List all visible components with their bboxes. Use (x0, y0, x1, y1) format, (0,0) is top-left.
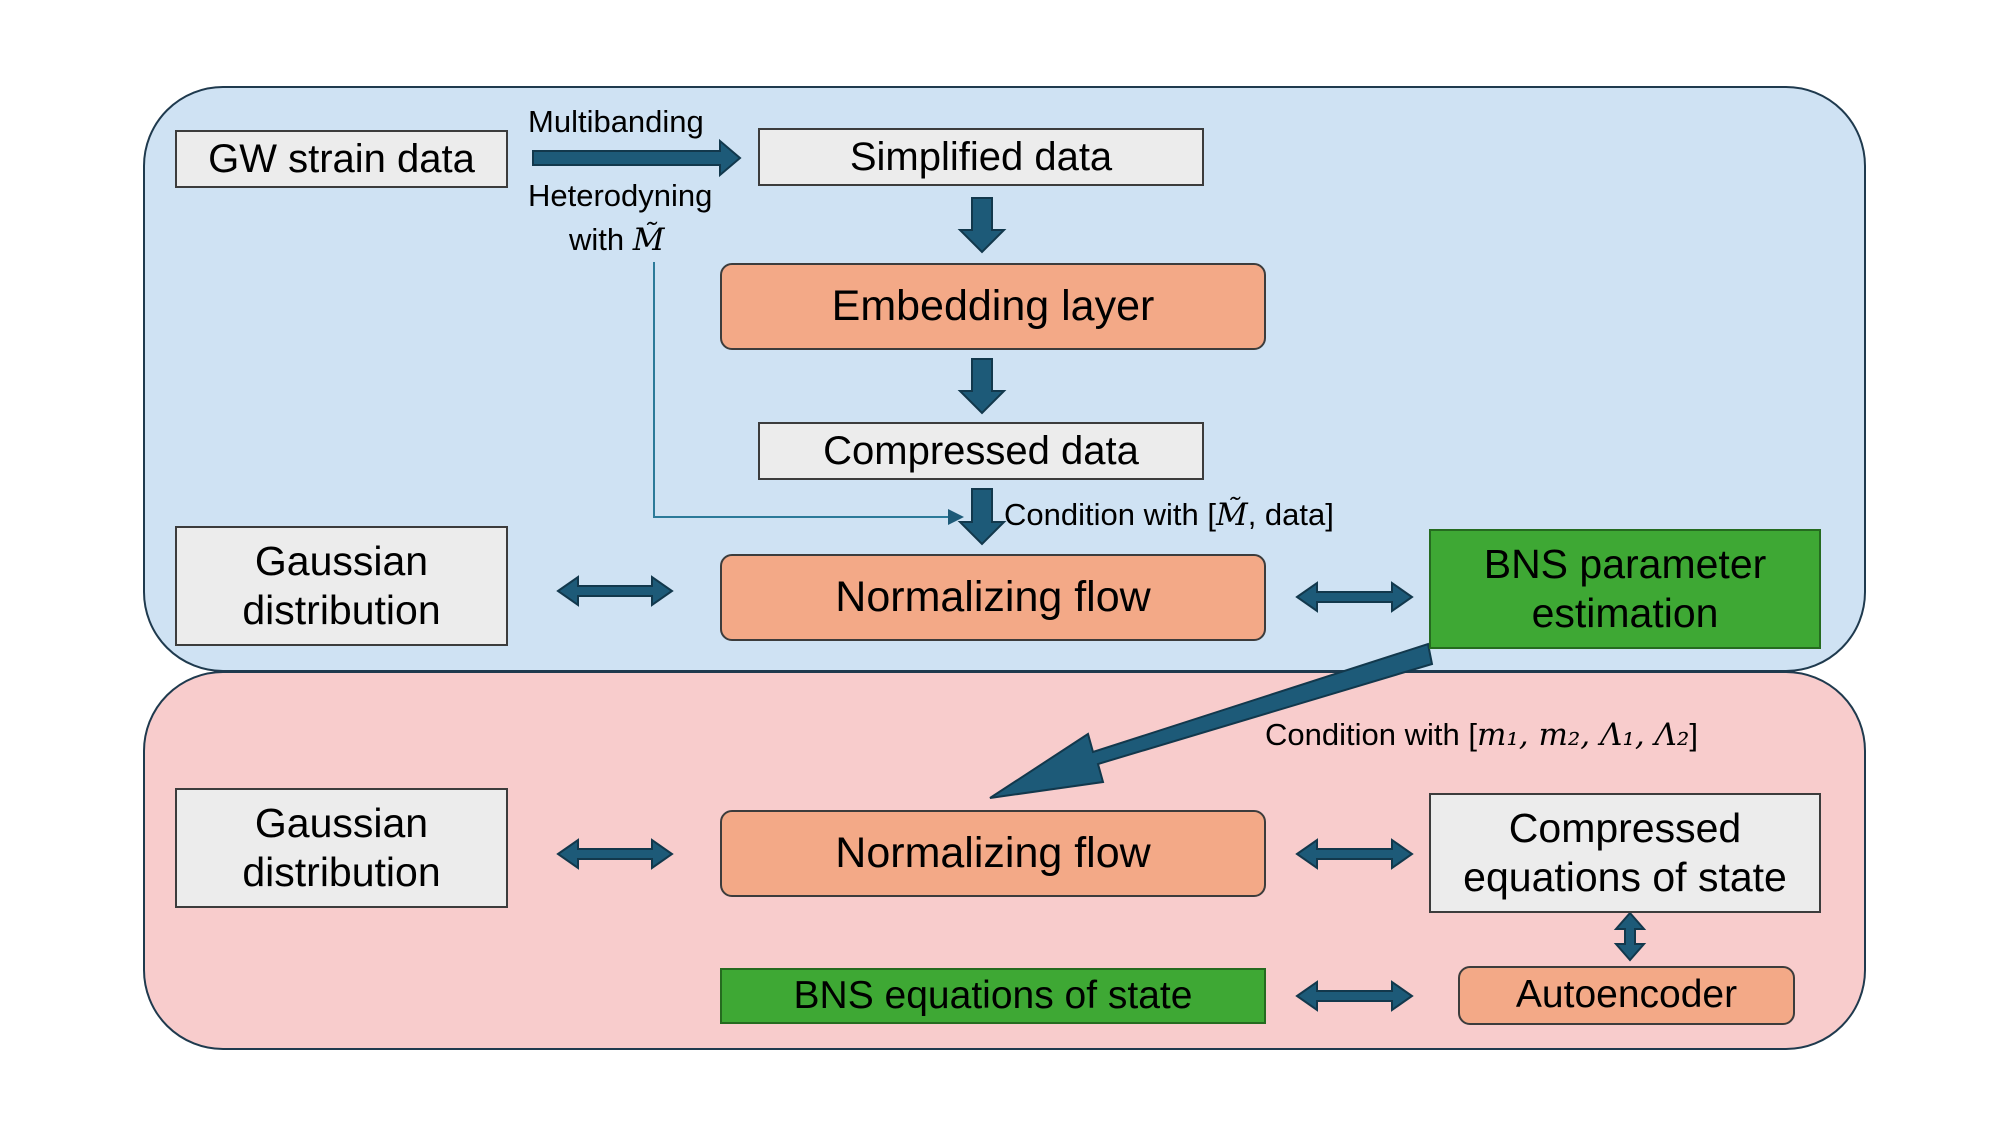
gw-strain-data-box: GW strain data (175, 130, 508, 188)
normalizing-flow-top-box: Normalizing flow (720, 554, 1266, 641)
condition-top-label: Condition with [M̃, data] (1004, 497, 1334, 533)
multibanding-label: Multibanding (528, 104, 704, 139)
chirp-mass-symbol: M̃ (632, 222, 665, 258)
double-arrow-compressed-eos-autoencoder (1613, 911, 1647, 962)
autoencoder-box: Autoencoder (1458, 966, 1795, 1025)
down-arrow-embedding-to-compressed (957, 358, 1007, 415)
with-text: with (569, 222, 633, 257)
normalizing-flow-bottom-box: Normalizing flow (720, 810, 1266, 897)
double-arrow-flow-compressed-eos (1295, 838, 1414, 870)
condition-bottom-label: Condition with [m₁, m₂, Λ₁, Λ₂] (1265, 717, 1698, 753)
condition-bottom-suffix: ] (1689, 717, 1698, 752)
condition-top-suffix: , data] (1247, 497, 1334, 532)
down-arrow-simplified-to-embedding (957, 197, 1007, 254)
multibanding-arrow (532, 138, 742, 178)
simplified-data-box: Simplified data (758, 128, 1204, 186)
heterodyning-label: Heterodyning (528, 178, 713, 213)
compressed-data-box: Compressed data (758, 422, 1204, 480)
double-arrow-gaussian-flow-bottom (556, 838, 674, 870)
condition-top-prefix: Condition with [ (1004, 497, 1216, 532)
diagonal-arrow-bns-to-lower-flow (989, 642, 1434, 799)
double-arrow-flow-bns-param (1295, 581, 1414, 613)
bns-equations-of-state-box: BNS equations of state (720, 968, 1266, 1024)
with-chirp-label: with M̃ (569, 222, 665, 258)
embedding-layer-box: Embedding layer (720, 263, 1266, 350)
bns-parameter-estimation-box: BNS parameter estimation (1429, 529, 1821, 649)
double-arrow-gaussian-flow-top (556, 575, 674, 607)
gaussian-distribution-bottom-box: Gaussian distribution (175, 788, 508, 908)
chirp-mass-condition-line (653, 262, 964, 525)
double-arrow-bns-eos-autoencoder (1295, 980, 1414, 1012)
compressed-equations-of-state-box: Compressed equations of state (1429, 793, 1821, 913)
down-arrow-compressed-to-flow (957, 488, 1007, 546)
condition-bottom-prefix: Condition with [ (1265, 717, 1477, 752)
condition-top-chirp-symbol: M̃ (1215, 497, 1248, 533)
gaussian-distribution-top-box: Gaussian distribution (175, 526, 508, 646)
condition-bottom-params: m₁, m₂, Λ₁, Λ₂ (1476, 717, 1690, 753)
